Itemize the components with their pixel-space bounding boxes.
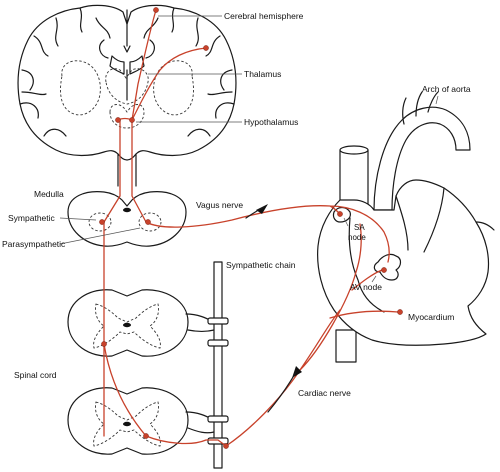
svc-opening (339, 145, 369, 155)
leader-lines (59, 15, 439, 283)
node-medulla-right (145, 219, 151, 225)
chain-ganglion-3 (207, 415, 229, 423)
node-av (381, 267, 387, 273)
spinal-cord-lower (67, 387, 215, 455)
node-cord-lower (143, 433, 149, 439)
leader-sympathetic (59, 217, 97, 221)
central-canal-medulla (123, 207, 131, 213)
pulmonary-vein (475, 221, 495, 231)
label-cardiac-nerve: Cardiac nerve (298, 388, 351, 398)
spinal-cord-lower-outline (67, 387, 189, 455)
leader-aorta (435, 95, 439, 105)
path-cortex-hypothalamus (131, 47, 207, 121)
thalamus-outline (105, 68, 149, 105)
chain-ganglion-1 (207, 317, 229, 325)
node-cord-upper (101, 341, 107, 347)
grey-matter-lower (93, 401, 161, 447)
vagus-arrow-shaft (245, 206, 265, 219)
leader-av-node (371, 275, 377, 283)
medulla-section (67, 191, 187, 247)
brain-coronal-section (17, 4, 237, 187)
chain-ganglion-4 (207, 437, 229, 445)
label-vagus-nerve: Vagus nerve (196, 200, 243, 210)
label-spinal-cord: Spinal cord (14, 370, 57, 380)
node-myocardium (397, 309, 403, 315)
brainstem (117, 153, 137, 187)
label-arch-of-aorta: Arch of aorta (422, 84, 471, 94)
label-av-node: AV node (350, 282, 382, 292)
ventricular-wall (395, 187, 445, 253)
central-canal-upper (123, 322, 131, 328)
labels: Cerebral hemisphere Thalamus Hypothalamu… (2, 11, 471, 398)
path-myocardium (329, 310, 399, 319)
label-medulla: Medulla (34, 189, 64, 199)
basal-ganglia-right (153, 60, 194, 116)
superior-vena-cava (339, 149, 369, 207)
leader-parasympathetic (59, 227, 141, 245)
medulla-nucleus-right (138, 212, 162, 232)
leader-sa-node (343, 217, 349, 227)
label-cerebral-hemisphere: Cerebral hemisphere (224, 11, 304, 21)
label-sa-node-line2: node (348, 233, 366, 242)
spinal-cord-upper (67, 289, 215, 357)
node-cortex-top (153, 7, 159, 13)
heart-body (317, 179, 490, 346)
node-sa (337, 211, 343, 217)
node-cortex-right (203, 45, 209, 51)
path-vagus (145, 205, 390, 263)
node-medulla-left (99, 219, 105, 225)
path-descending-left (103, 119, 121, 223)
nerve-pathways (103, 9, 399, 447)
grey-matter-upper (93, 303, 161, 349)
label-hypothalamus: Hypothalamus (244, 117, 298, 127)
central-canal-lower (123, 421, 131, 427)
medulla-nucleus-left (88, 212, 112, 232)
path-cortex-thalamus (131, 9, 157, 121)
nerve-nodes (99, 7, 403, 449)
path-av-branch (351, 269, 383, 291)
label-parasympathetic: Parasympathetic (2, 239, 66, 249)
cardiac-arrow-shaft (267, 371, 297, 413)
chain-ganglion-2 (207, 339, 229, 347)
label-sa-node-line1: SA (354, 223, 365, 232)
aorta-arch (373, 106, 471, 211)
inferior-vena-cava (335, 329, 357, 363)
gyri-left (19, 7, 111, 137)
medulla-outline (67, 191, 187, 247)
node-thalamus-right (129, 117, 135, 123)
heart (317, 91, 495, 363)
lateral-sulcus-left (21, 91, 47, 96)
label-myocardium: Myocardium (408, 312, 454, 322)
sympathetic-chain (207, 261, 229, 469)
label-sympathetic: Sympathetic (8, 213, 56, 223)
sympathetic-chain-trunk (213, 261, 223, 469)
label-sympathetic-chain: Sympathetic chain (226, 260, 296, 270)
node-thalamus-left (115, 117, 121, 123)
lateral-sulcus-right (207, 91, 233, 96)
longitudinal-fissure (123, 9, 131, 53)
basal-ganglia-left (60, 60, 101, 116)
gyri-right (143, 7, 235, 137)
node-chain-ganglion (223, 443, 229, 449)
path-descending-right (131, 119, 147, 223)
aorta-branches (402, 91, 439, 125)
label-thalamus: Thalamus (244, 69, 281, 79)
